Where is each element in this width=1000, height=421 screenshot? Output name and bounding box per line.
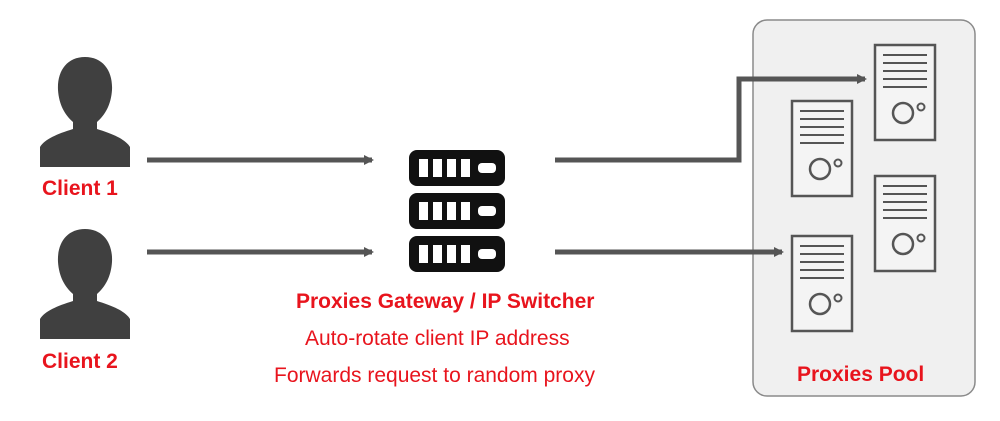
client-1-person-icon	[40, 57, 130, 167]
proxy-server-tower-icon	[790, 99, 854, 198]
proxy-server-tower-icon	[873, 174, 937, 273]
gateway-description-line-2: Forwards request to random proxy	[274, 364, 595, 387]
client-1-label: Client 1	[42, 177, 118, 200]
gateway-to-proxy-top-arrow	[555, 74, 867, 163]
gateway-description-line-1: Auto-rotate client IP address	[305, 327, 570, 350]
server-rack-icon	[409, 150, 505, 272]
proxy-server-tower-icon	[873, 43, 937, 142]
proxies-pool-container	[752, 19, 976, 397]
client-2-label: Client 2	[42, 350, 118, 373]
proxy-server-tower-icon	[790, 234, 854, 333]
proxies-pool-label: Proxies Pool	[797, 363, 925, 386]
gateway-title: Proxies Gateway / IP Switcher	[296, 290, 595, 313]
client-2-person-icon	[40, 229, 130, 339]
